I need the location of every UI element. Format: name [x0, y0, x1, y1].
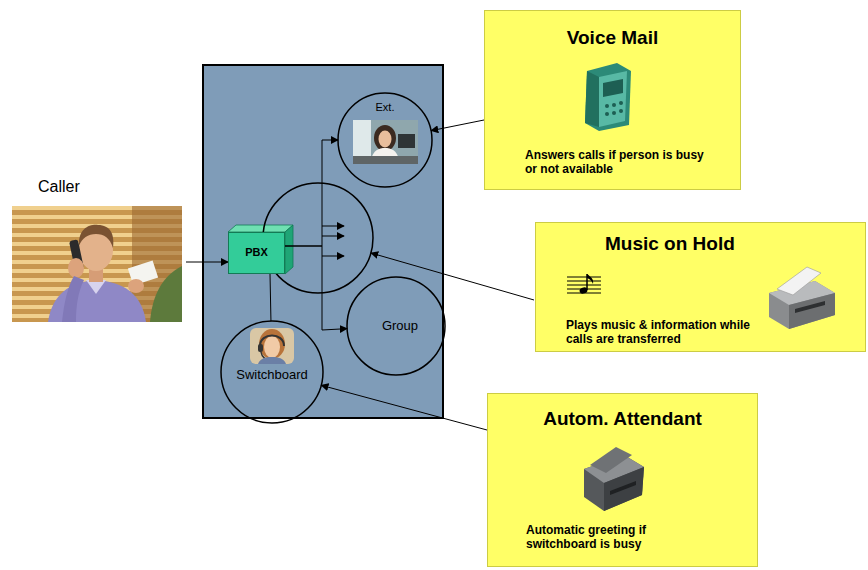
extension-circle: Ext. [337, 92, 433, 188]
caller-photo [68, 258, 84, 278]
music-note-icon [567, 285, 601, 286]
voice-mail-icon [585, 63, 631, 131]
voice-mail-icon [579, 61, 635, 131]
connector-line [186, 262, 228, 263]
voice-mail-icon [605, 104, 609, 108]
voice-mail-icon [603, 79, 623, 97]
branch-arrows [322, 236, 344, 237]
extension-photo [398, 134, 415, 148]
connector-line [285, 246, 347, 330]
node-title: Switchboard [220, 368, 324, 383]
node-description: Plays music & information while calls ar… [566, 319, 756, 347]
branch-arrows [322, 226, 344, 227]
switchboard-photo [258, 357, 286, 364]
music-note-icon [579, 286, 589, 294]
music-note-icon [567, 273, 601, 297]
node-title: Voice Mail [485, 27, 740, 49]
feature-box: Autom. AttendantAutomatic greeting if sw… [487, 393, 758, 567]
music-player-icon [777, 267, 821, 295]
pbx-box-sides [228, 225, 293, 232]
voice-mail-icon [585, 71, 599, 127]
group-circle: Group [346, 276, 446, 376]
caller-photo [86, 280, 106, 294]
connector-line [270, 274, 272, 321]
switchboard-photo [250, 328, 294, 364]
node-description: Automatic greeting if switchboard is bus… [526, 524, 676, 552]
extension-photo [353, 120, 418, 164]
node-title: Autom. Attendant [488, 408, 757, 430]
voice-mail-icon [612, 111, 616, 115]
node-description: Answers calls if person is busy or not a… [525, 149, 715, 177]
feature-box: Music on HoldPlays music & information w… [535, 222, 866, 352]
extension-photo [353, 156, 418, 164]
attendant-device-icon [576, 441, 648, 515]
connector-line [431, 120, 484, 131]
extension-photo [353, 120, 418, 164]
node-title: Group [354, 319, 446, 334]
voice-mail-icon [619, 101, 623, 105]
switchboard-photo [258, 344, 263, 352]
switchboard-photo [260, 336, 284, 347]
branch-arrows [322, 256, 344, 257]
music-note-icon [587, 274, 593, 284]
music-player-icon [789, 293, 835, 329]
switchboard-photo [250, 328, 294, 364]
extension-photo [374, 125, 396, 151]
connector-line [285, 140, 338, 246]
connector-line [321, 385, 487, 430]
attendant-device-icon [590, 447, 632, 473]
caller-photo [12, 206, 182, 322]
music-player-icon [763, 263, 839, 333]
node-title: PBX [229, 246, 284, 259]
voice-mail-icon [599, 71, 627, 127]
branch-arrows [322, 226, 344, 256]
circle-outline [347, 277, 445, 375]
extension-photo [379, 131, 392, 148]
circle-outline [338, 93, 432, 187]
voice-mail-icon [612, 103, 616, 107]
connector-layer [186, 120, 487, 430]
node-title: Ext. [337, 101, 433, 114]
caller-photo [48, 280, 146, 322]
node-title: Caller [38, 178, 186, 196]
circle-outline [221, 321, 323, 423]
switchboard-photo [264, 336, 280, 358]
voice-mail-icon [605, 112, 609, 116]
node-title: Music on Hold [605, 233, 865, 255]
music-note-icon [567, 277, 601, 278]
pbx-box-sides [285, 225, 293, 274]
music-note-icon [567, 281, 601, 282]
caller-photo [12, 206, 182, 322]
caller-node: Caller [10, 176, 186, 326]
caller-photo [128, 279, 144, 293]
caller-photo [62, 276, 84, 322]
switchboard-circle: Switchboard [220, 320, 324, 424]
caller-photo [79, 225, 113, 248]
voice-mail-icon [619, 109, 623, 113]
feature-box: Voice MailAnswers calls if person is bus… [484, 10, 741, 190]
pbx-box-sides [228, 225, 293, 274]
music-player-icon [795, 301, 825, 313]
switchboard-photo [259, 329, 285, 359]
pbx-box: PBX [228, 232, 285, 274]
attendant-device-icon [610, 481, 636, 495]
attendant-device-icon [604, 467, 644, 511]
